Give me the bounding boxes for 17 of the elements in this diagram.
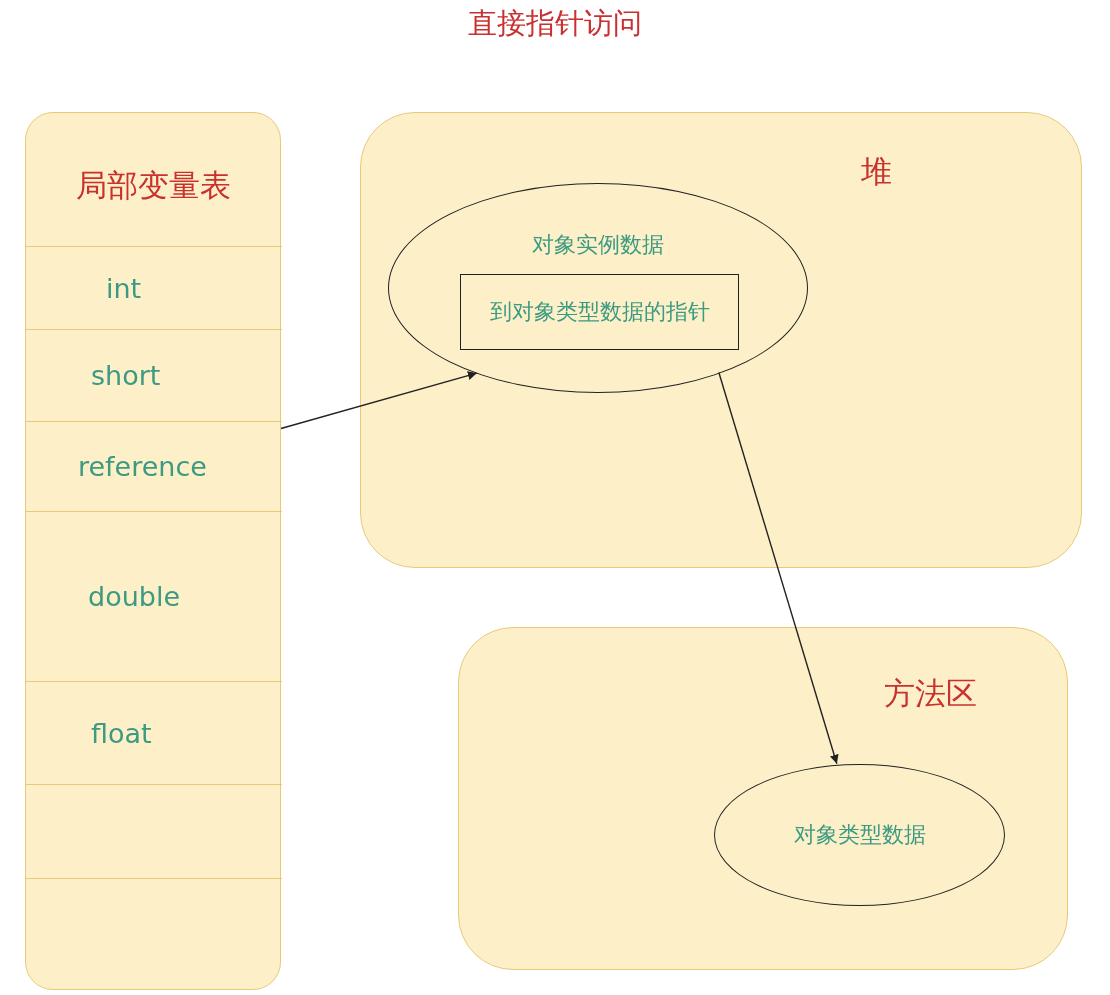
region-heading: 堆 [861, 152, 892, 191]
arrow [280, 371, 478, 430]
table-row: short [26, 329, 282, 421]
ellipse-label: 对象类型数据 [792, 821, 927, 849]
diagram-title: 直接指针访问 [467, 5, 643, 42]
region-heading: 方法区 [884, 674, 977, 713]
table-row: int [26, 246, 282, 329]
method-area-region [458, 627, 1068, 970]
table-row: float [26, 681, 282, 784]
ellipse-label: 对象实例数据 [531, 231, 665, 259]
region-heading: 局部变量表 [74, 166, 232, 205]
table-frame [25, 112, 281, 990]
table-row: reference [26, 421, 282, 511]
arrow [718, 371, 839, 765]
pointer-box: 到对象类型数据的指针 [460, 274, 739, 350]
heap-region [360, 112, 1082, 568]
table-row: double [26, 511, 282, 681]
